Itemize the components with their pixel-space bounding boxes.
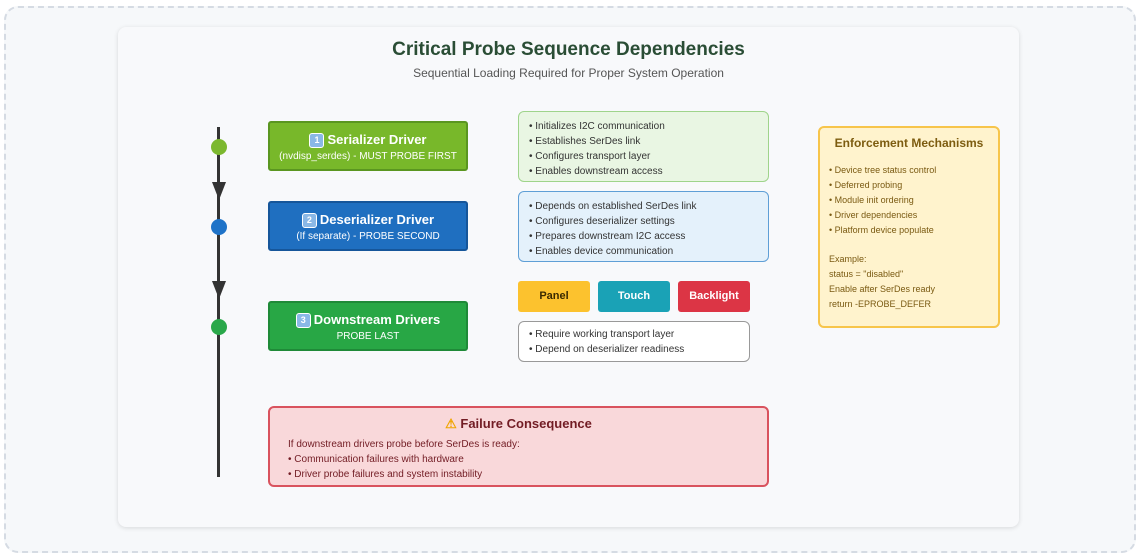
enforcement-item: Deferred probing: [834, 180, 903, 190]
list-item: Enables downstream access: [529, 164, 758, 179]
list-item: Initializes I2C communication: [529, 119, 758, 134]
stage-deserializer-title: Deserializer Driver: [319, 212, 435, 227]
enforcement-item: Platform device populate: [834, 225, 934, 235]
example-line: status = "disabled": [829, 269, 904, 279]
failure-item: Communication failures with hardware: [294, 454, 464, 465]
failure-title: Failure Consequence: [460, 416, 592, 431]
list-item: Establishes SerDes link: [529, 134, 758, 149]
example-line: Enable after SerDes ready: [829, 284, 936, 294]
timeline-dot-serializer: [211, 139, 227, 155]
stage-serializer-title: Serializer Driver: [327, 132, 427, 147]
example-line: return -EPROBE_DEFER: [829, 299, 932, 309]
enforcement-item: Device tree status control: [834, 165, 937, 175]
diagram-card: Critical Probe Sequence Dependencies Seq…: [118, 27, 1019, 527]
timeline-dot-downstream: [211, 319, 227, 335]
enforcement-item: Driver dependencies: [834, 210, 918, 220]
enforcement-title: Enforcement Mechanisms: [834, 136, 984, 150]
diagram-title: Critical Probe Sequence Dependencies: [392, 39, 745, 60]
stage-downstream-subtitle: PROBE LAST: [336, 331, 400, 342]
timeline-arrow-1: [212, 182, 226, 200]
deserializer-details: Depends on established SerDes link Confi…: [518, 191, 769, 262]
list-item: Configures transport layer: [529, 149, 758, 164]
device-backlight: Backlight: [678, 281, 750, 312]
failure-consequence-box: ⚠︎ Failure Consequence If downstream dri…: [268, 406, 769, 487]
enforcement-item: Module init ordering: [834, 195, 914, 205]
device-touch: Touch: [598, 281, 670, 312]
enforcement-mechanisms-box: Enforcement Mechanisms • Device tree sta…: [818, 126, 1000, 328]
timeline-arrow-2: [212, 281, 226, 299]
diagram-subtitle: Sequential Loading Required for Proper S…: [413, 66, 724, 80]
number-3-icon: 3: [295, 313, 311, 328]
list-item: Require working transport layer: [529, 327, 739, 342]
list-item: Depend on deserializer readiness: [529, 342, 739, 357]
example-label: Example:: [829, 254, 867, 264]
failure-intro: If downstream drivers probe before SerDe…: [288, 439, 520, 450]
timeline-dot-deserializer: [211, 219, 227, 235]
number-2-icon: 2: [301, 213, 317, 228]
stage-serializer-subtitle: (nvdisp_serdes) - MUST PROBE FIRST: [279, 151, 457, 162]
list-item: Prepares downstream I2C access: [529, 229, 758, 244]
stage-downstream-title: Downstream Drivers: [313, 312, 441, 327]
stage-deserializer-subtitle: (If separate) - PROBE SECOND: [296, 231, 440, 242]
device-panel: Panel: [518, 281, 590, 312]
failure-item: Driver probe failures and system instabi…: [294, 469, 483, 480]
number-1-icon: 1: [309, 133, 325, 148]
downstream-details: Require working transport layer Depend o…: [518, 321, 750, 362]
serializer-details: Initializes I2C communication Establishe…: [518, 111, 769, 182]
timeline-line: [217, 127, 220, 477]
warning-icon: ⚠︎: [445, 416, 457, 431]
list-item: Depends on established SerDes link: [529, 199, 758, 214]
list-item: Configures deserializer settings: [529, 214, 758, 229]
list-item: Enables device communication: [529, 244, 758, 259]
